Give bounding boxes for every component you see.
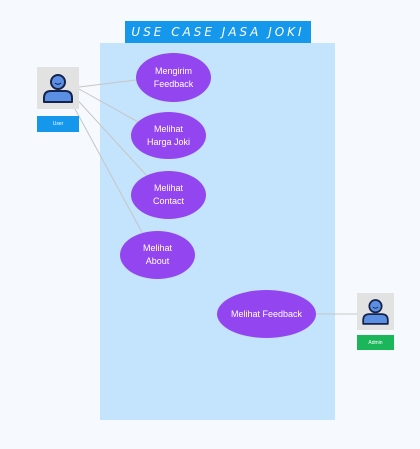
usecase-label: Mengirim Feedback [153, 65, 194, 89]
usecase-label: Melihat Contact [152, 183, 185, 206]
person-icon [362, 299, 389, 325]
user-actor-label: User [37, 116, 79, 132]
diagram-title: USE CASE JASA JOKI [125, 21, 311, 43]
usecase-label: Melihat Feedback [230, 308, 303, 319]
usecase-melihat-about[interactable]: Melihat About [120, 231, 195, 279]
usecase-label: Melihat Harga Joki [146, 123, 191, 147]
usecase-melihat-contact[interactable]: Melihat Contact [131, 171, 206, 219]
system-boundary [100, 43, 335, 420]
user-actor[interactable] [37, 67, 79, 109]
usecase-label: Melihat About [142, 243, 172, 266]
usecase-melihat-feedback[interactable]: Melihat Feedback [217, 290, 316, 338]
admin-actor[interactable] [357, 293, 394, 330]
usecase-mengirim-feedback[interactable]: Mengirim Feedback [136, 53, 211, 102]
usecase-melihat-harga-joki[interactable]: Melihat Harga Joki [131, 112, 206, 159]
admin-actor-label: Admin [357, 335, 394, 350]
person-icon [43, 74, 73, 103]
